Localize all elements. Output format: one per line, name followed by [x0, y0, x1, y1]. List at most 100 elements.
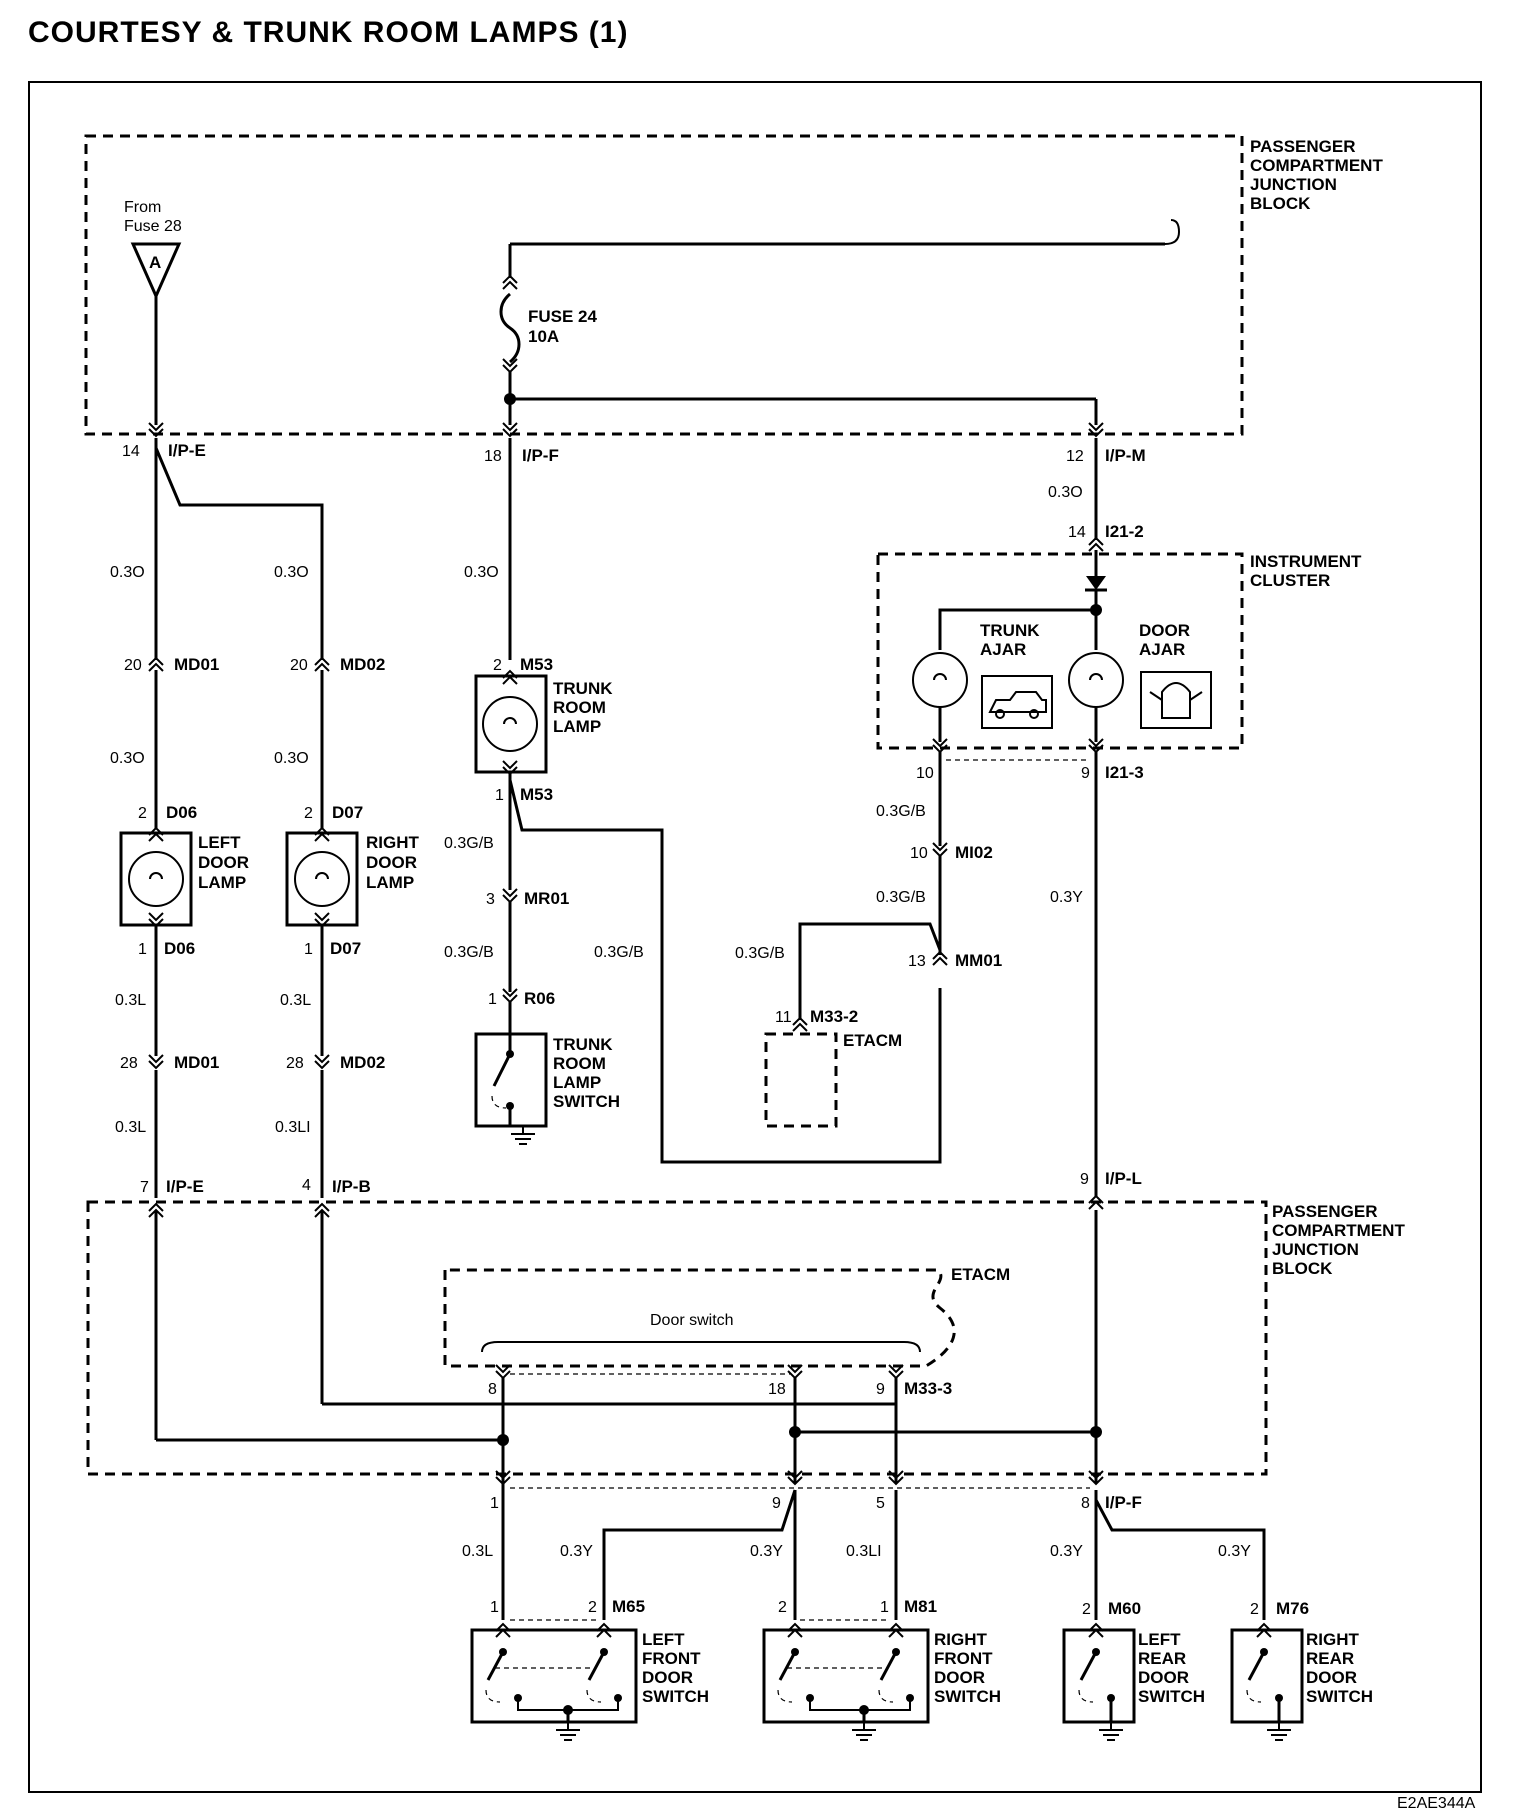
pin-label: 2: [304, 805, 313, 822]
pin-label: 14: [1068, 524, 1086, 541]
wire-label: 0.3Y: [1050, 889, 1083, 906]
trunk-room-lamp-label: LAMP: [553, 717, 601, 736]
connector-label: I/P-E: [166, 1177, 204, 1196]
diagram-title: COURTESY & TRUNK ROOM LAMPS (1): [28, 16, 628, 49]
pin-label: 11: [775, 1009, 792, 1026]
car-door-icon: [1140, 671, 1212, 729]
right-door-lamp-label: DOOR: [366, 853, 417, 872]
pin-label: 1: [880, 1599, 889, 1616]
wire-label: 0.3Y: [1050, 1543, 1083, 1560]
junction-block-top-label: PASSENGER COMPARTMENT JUNCTION BLOCK: [1250, 137, 1383, 213]
trunk-room-lamp-label: TRUNK: [553, 679, 613, 698]
pin-label: 1: [490, 1495, 499, 1512]
wire-label: 0.3L: [462, 1543, 493, 1560]
left-rear-door-switch: [1062, 1628, 1136, 1724]
connector-label: M33-3: [904, 1379, 952, 1398]
wire-label: 0.3G/B: [735, 945, 785, 962]
trunk-ajar-label: TRUNK: [980, 621, 1040, 640]
wire-trunk-lamp-loop: [508, 779, 942, 1164]
trunk-lamp-switch-label: ROOM: [553, 1054, 606, 1073]
trunk-ajar-label: AJAR: [980, 640, 1026, 659]
wire-label: 0.3L: [280, 992, 311, 1009]
lr-switch-label: DOOR: [1138, 1668, 1189, 1687]
pin-label: 2: [778, 1599, 787, 1616]
etacm-label: ETACM: [843, 1031, 902, 1050]
connector-md02-b: [314, 1054, 330, 1069]
pin-label: 12: [1066, 448, 1084, 465]
instrument-cluster-label: INSTRUMENT: [1250, 552, 1362, 571]
trunk-lamp-switch-label: LAMP: [553, 1073, 601, 1092]
lf-switch-label: DOOR: [642, 1668, 693, 1687]
trunk-lamp-switch-label: TRUNK: [553, 1035, 613, 1054]
rf-switch-label: RIGHT: [934, 1630, 988, 1649]
connector-label: MD02: [340, 1053, 385, 1072]
connector-label: M33-2: [810, 1007, 858, 1026]
pin-label: 13: [908, 953, 926, 970]
connector-label: I/P-E: [168, 441, 206, 460]
pin-label: 9: [1080, 1171, 1089, 1188]
wire-label: 0.3LI: [275, 1119, 311, 1136]
ground-icon: [1266, 1721, 1292, 1741]
left-door-lamp: [119, 831, 193, 927]
svg-text:BLOCK: BLOCK: [1250, 194, 1311, 213]
connector-label: R06: [524, 989, 555, 1008]
outer-frame: [28, 81, 1482, 1793]
connector-label: I21-3: [1105, 763, 1144, 782]
switch-contact-icon: [1246, 1648, 1283, 1722]
svg-text:PASSENGER: PASSENGER: [1250, 137, 1356, 156]
left-door-lamp-label: LEFT: [198, 833, 241, 852]
lr-switch-label: SWITCH: [1138, 1687, 1205, 1706]
connector-label: M81: [904, 1597, 937, 1616]
wire-label: 0.3O: [464, 564, 499, 581]
connector-label: MM01: [955, 951, 1002, 970]
connector-label: MR01: [524, 889, 569, 908]
from-fuse-label: From: [124, 199, 161, 216]
wire-label: 0.3Y: [750, 1543, 783, 1560]
pin-label: 1: [304, 941, 313, 958]
pin-label: 9: [876, 1381, 885, 1398]
pin-label: 20: [124, 657, 142, 674]
right-door-lamp-label: RIGHT: [366, 833, 420, 852]
fuse-label: FUSE 24: [528, 307, 598, 326]
wire-label: 0.3G/B: [876, 889, 926, 906]
connector-label: I/P-F: [1105, 1493, 1142, 1512]
etacm-door-switch-label: ETACM: [951, 1265, 1010, 1284]
pin-label: 1: [495, 787, 504, 804]
lamp-bulb-icon: [294, 851, 350, 907]
junction-block-bottom-label: PASSENGER: [1272, 1202, 1378, 1221]
connector-label: I/P-F: [522, 446, 559, 465]
rr-switch-label: SWITCH: [1306, 1687, 1373, 1706]
pin-label: 2: [138, 805, 147, 822]
pin-label: 1: [490, 1599, 499, 1616]
wire-label: 0.3O: [110, 750, 145, 767]
connector-label: MD01: [174, 655, 219, 674]
ground-icon: [1098, 1721, 1124, 1741]
left-door-lamp-label: LAMP: [198, 873, 246, 892]
wire-label: 0.3LI: [846, 1543, 882, 1560]
feed-break-icon: [1164, 219, 1181, 245]
lf-switch-label: LEFT: [642, 1630, 685, 1649]
lf-switch-label: FRONT: [642, 1649, 701, 1668]
fuse-icon: [499, 292, 521, 364]
wire-label: 0.3O: [1048, 484, 1083, 501]
lamp-bulb-icon: [482, 696, 538, 752]
pin-label: 20: [290, 657, 308, 674]
switch-contact-icon: [1078, 1648, 1115, 1722]
diagram-code: E2AE344A: [1397, 1795, 1476, 1812]
diode-icon: [1086, 576, 1106, 590]
pin-label: 5: [876, 1495, 885, 1512]
pin-label: 8: [1081, 1495, 1090, 1512]
pin-label: 7: [140, 1179, 149, 1196]
etacm-module: [764, 1032, 838, 1128]
door-switch-brace: [481, 1341, 921, 1353]
pin-label: 2: [493, 657, 502, 674]
ground-icon: [555, 1721, 581, 1741]
connector-label: D06: [164, 939, 195, 958]
rf-switch-label: DOOR: [934, 1668, 985, 1687]
connector-label: D07: [330, 939, 361, 958]
pin-label: 1: [138, 941, 147, 958]
junction-block-bottom-label: BLOCK: [1272, 1259, 1333, 1278]
pin-label: 28: [286, 1055, 304, 1072]
connector-label: I/P-M: [1105, 446, 1146, 465]
door-switch-label: Door switch: [650, 1312, 734, 1329]
